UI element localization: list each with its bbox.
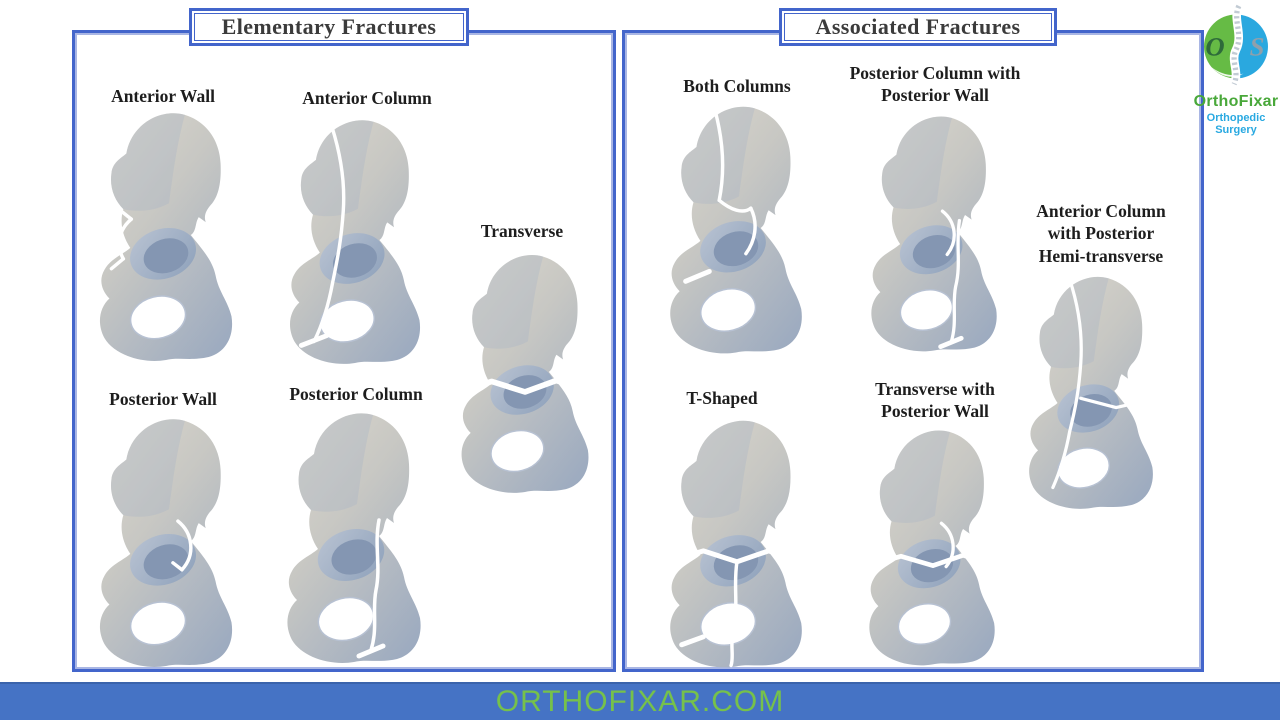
bone-t-shaped (652, 410, 820, 670)
logo-subtitle: Orthopedic Surgery (1206, 112, 1266, 136)
panel-title-elementary: Elementary Fractures (189, 8, 469, 46)
leaf-swoosh-icon (1211, 67, 1244, 77)
footer-bar: ORTHOFIXAR.COM (0, 682, 1280, 720)
label-both-columns: Both Columns (683, 76, 791, 96)
label-transverse-posterior-wall: Transverse with Posterior Wall (875, 379, 995, 422)
fracture-lines-t-shaped (671, 548, 800, 668)
label-anterior-wall: Anterior Wall (111, 86, 215, 106)
bone-illustration (669, 106, 803, 355)
bone-both-columns (652, 96, 820, 356)
bone-illustration (868, 429, 996, 667)
fracture-lines-posterior-column (356, 518, 386, 659)
bone-illustration (1028, 276, 1154, 510)
fracture-lines-posterior-column-posterior-wall (938, 209, 964, 350)
label-t-shaped: T-Shaped (686, 388, 758, 408)
logo-letter-s: S (1250, 32, 1265, 62)
bone-illustration (286, 412, 422, 664)
bone-anterior-column-posterior-hemitransverse (1012, 264, 1170, 514)
label-anterior-column-posterior-hemitransverse: Anterior Column with Posterior Hemi-tran… (1036, 201, 1166, 266)
bone-illustration (460, 254, 590, 494)
bone-transverse (444, 242, 606, 498)
orthofixar-logo: O S OrthoFixar Orthopedic Surgery (1188, 3, 1280, 136)
bone-posterior-wall (80, 410, 252, 668)
fracture-lines-both-columns (683, 109, 757, 284)
logo-green-half (1204, 14, 1236, 79)
bone-illustration (99, 112, 233, 362)
fracture-lines-posterior-wall (171, 519, 193, 572)
bone-illustration (870, 115, 998, 353)
logo-letter-o: O (1205, 32, 1224, 62)
fracture-lines-anterior-wall (109, 209, 134, 271)
bone-illustration (669, 420, 803, 669)
panel-title-associated: Associated Fractures (779, 8, 1057, 46)
label-posterior-column-posterior-wall: Posterior Column with Posterior Wall (849, 63, 1021, 106)
bone-illustration (99, 418, 233, 668)
label-anterior-column: Anterior Column (302, 88, 432, 108)
label-transverse: Transverse (480, 221, 564, 241)
fracture-lines-anterior-column (298, 121, 346, 348)
logo-blue-half (1236, 14, 1268, 79)
bone-anterior-wall (80, 104, 252, 362)
orthofixar-logo-mark: O S (1204, 3, 1268, 86)
fracture-lines-transverse-posterior-wall (870, 521, 993, 569)
bone-posterior-column-posterior-wall (854, 106, 1014, 354)
label-posterior-wall: Posterior Wall (109, 389, 217, 409)
fracture-lines-anterior-column-posterior-hemitransverse (1051, 277, 1146, 490)
fracture-lines-transverse (460, 377, 588, 395)
bone-illustration (289, 119, 421, 365)
footer-website-text: ORTHOFIXAR.COM (495, 685, 785, 718)
logo-name: OrthoFixar (1193, 93, 1279, 110)
bone-transverse-posterior-wall (852, 418, 1012, 670)
bone-posterior-column (266, 404, 442, 664)
bone-anterior-column (272, 110, 438, 366)
label-posterior-column: Posterior Column (289, 384, 423, 404)
